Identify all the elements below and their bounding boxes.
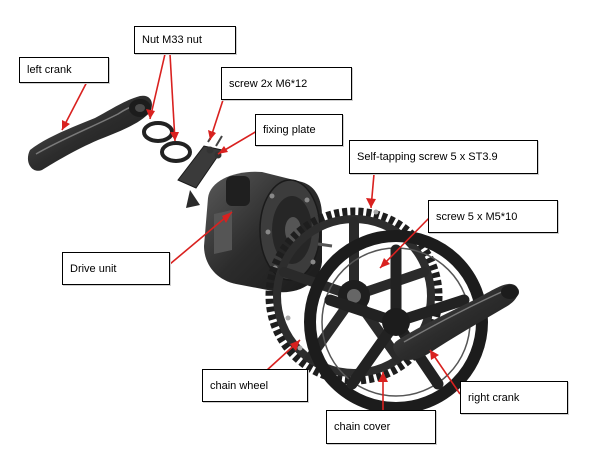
label-self-tapping-screw: Self-tapping screw 5 x ST3.9	[349, 140, 538, 174]
label-fixing-plate: fixing plate	[255, 114, 343, 146]
left-crank-part	[27, 95, 152, 171]
label-drive-unit: Drive unit	[62, 252, 170, 285]
label-screw-m6: screw 2x M6*12	[221, 67, 352, 100]
label-nut: Nut M33 nut	[134, 26, 236, 54]
nut-rings-part	[142, 121, 192, 163]
label-chain-cover: chain cover	[326, 410, 436, 444]
label-right-crank: right crank	[460, 381, 568, 414]
right-crank-part	[393, 283, 519, 360]
label-left-crank: left crank	[19, 57, 109, 83]
leader-arrowheads	[62, 109, 439, 382]
label-chain-wheel: chain wheel	[202, 369, 308, 402]
label-screw-m5: screw 5 x M5*10	[428, 200, 558, 233]
